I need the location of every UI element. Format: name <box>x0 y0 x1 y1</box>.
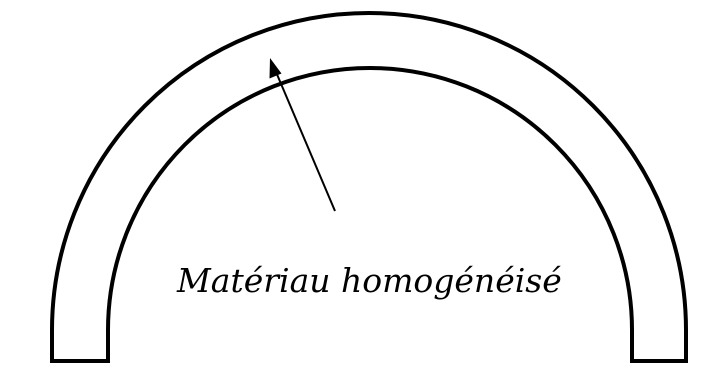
arrow-shaft <box>275 71 336 212</box>
arrow-head <box>269 58 282 79</box>
arch-shape <box>50 11 688 363</box>
pointer-arrow <box>269 58 336 212</box>
material-label: Matériau homogénéisé <box>176 261 562 300</box>
